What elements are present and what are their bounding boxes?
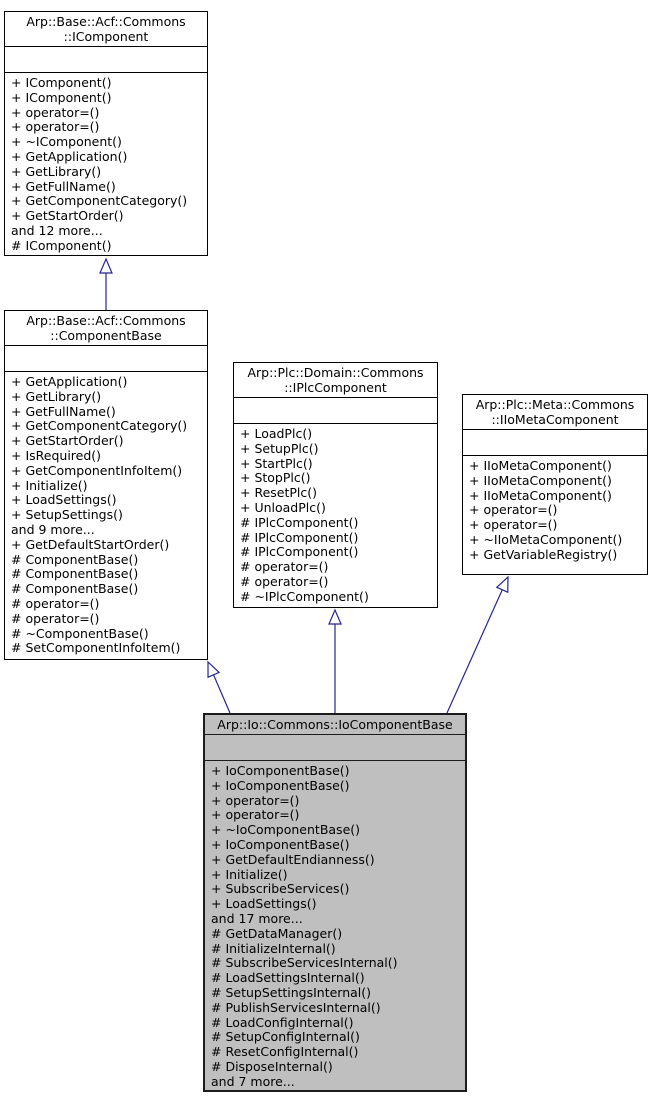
member-row: + operator=() (11, 119, 100, 135)
member-row: # ComponentBase() (11, 581, 139, 597)
member-row: + IoComponentBase() (211, 763, 350, 778)
member-row: + IIoMetaComponent() (469, 487, 612, 503)
member-row: + LoadSettings() (211, 896, 317, 912)
class-box-componentbase[interactable]: Arp::Base::Acf::Commons ::ComponentBase … (4, 310, 208, 660)
class-title[interactable]: Arp::Base::Acf::Commons ::IComponent (5, 12, 207, 47)
member-row: + IsRequired() (11, 447, 102, 463)
member-row: # ~IPlcComponent() (240, 588, 369, 604)
member-row: # IPlcComponent() (240, 529, 359, 545)
member-row: # SetupSettingsInternal() (211, 984, 372, 1000)
member-row: and 9 more... (11, 521, 95, 537)
attributes-compartment (463, 430, 647, 456)
member-row: + operator=() (211, 807, 300, 823)
member-row: # SetupConfigInternal() (211, 1029, 360, 1045)
attributes-compartment (234, 398, 437, 424)
attributes-compartment (5, 346, 207, 372)
member-row: + operator=() (469, 517, 558, 533)
member-row: # ComponentBase() (11, 566, 139, 582)
member-row: + IoComponentBase() (211, 777, 350, 793)
member-row: + GetDefaultStartOrder() (11, 536, 170, 552)
member-row: + StopPlc() (240, 470, 311, 486)
member-row: + GetComponentCategory() (11, 418, 188, 434)
member-row: + ~IoComponentBase() (211, 822, 361, 838)
member-row: # InitializeInternal() (211, 940, 336, 956)
member-row: # IPlcComponent() (240, 514, 359, 530)
member-row: + SubscribeServices() (211, 881, 350, 897)
member-row: + LoadPlc() (240, 426, 313, 441)
member-row: + GetComponentCategory() (11, 193, 188, 209)
member-row: # IComponent() (11, 237, 112, 253)
member-row: # PublishServicesInternal() (211, 999, 381, 1015)
class-title: Arp::Io::Commons::IoComponentBase (205, 715, 465, 735)
member-row: and 12 more... (11, 222, 103, 238)
class-box-iocomponentbase-current: Arp::Io::Commons::IoComponentBase + IoCo… (203, 713, 467, 1092)
member-row: # SubscribeServicesInternal() (211, 955, 398, 971)
member-row: + SetupSettings() (11, 507, 123, 523)
class-title[interactable]: Arp::Base::Acf::Commons ::ComponentBase (5, 311, 207, 346)
member-row: # operator=() (240, 559, 329, 575)
member-row: + ~IIoMetaComponent() (469, 531, 623, 547)
member-row: + GetStartOrder() (11, 433, 124, 449)
member-row: # operator=() (11, 610, 100, 626)
attributes-compartment (5, 47, 207, 73)
members-compartment: + GetApplication()+ GetLibrary()+ GetFul… (5, 372, 207, 659)
member-row: # ComponentBase() (11, 551, 139, 567)
attributes-compartment (205, 735, 465, 761)
members-compartment: + IComponent()+ IComponent()+ operator=(… (5, 73, 207, 255)
member-row: # operator=() (11, 595, 100, 611)
member-row: + GetApplication() (11, 148, 128, 164)
member-row: + operator=() (469, 502, 558, 518)
class-box-icomponent[interactable]: Arp::Base::Acf::Commons ::IComponent + I… (4, 11, 208, 256)
member-row: + GetFullName() (11, 403, 116, 419)
inheritance-arrow-iocomponentbase-to-iiometacomponent (446, 575, 509, 714)
members-compartment: + IoComponentBase()+ IoComponentBase()+ … (205, 761, 465, 1090)
member-row: + operator=() (11, 104, 100, 120)
member-row: + IoComponentBase() (211, 836, 350, 852)
member-row: + IIoMetaComponent() (469, 472, 612, 488)
member-row: + Initialize() (11, 477, 88, 493)
member-row: + StartPlc() (240, 455, 313, 471)
member-row: + GetStartOrder() (11, 208, 124, 224)
member-row: + GetLibrary() (11, 163, 102, 179)
class-box-iplccomponent[interactable]: Arp::Plc::Domain::Commons ::IPlcComponen… (233, 362, 438, 608)
member-row: + IIoMetaComponent() (469, 458, 612, 473)
member-row: + operator=() (211, 792, 300, 808)
members-compartment: + IIoMetaComponent()+ IIoMetaComponent()… (463, 456, 647, 574)
member-row: and 7 more... (211, 1073, 295, 1089)
member-row: + UnloadPlc() (240, 499, 326, 515)
member-row: + GetFullName() (11, 178, 116, 194)
member-row: # SetComponentInfoItem() (11, 640, 181, 656)
member-row: # DisposeInternal() (211, 1058, 333, 1074)
member-row: + IComponent() (11, 75, 112, 90)
members-compartment: + LoadPlc()+ SetupPlc()+ StartPlc()+ Sto… (234, 424, 437, 607)
member-row: + SetupPlc() (240, 440, 319, 456)
class-title[interactable]: Arp::Plc::Domain::Commons ::IPlcComponen… (234, 363, 437, 398)
member-row: # ResetConfigInternal() (211, 1044, 359, 1060)
member-row: + GetDefaultEndianness() (211, 851, 375, 867)
member-row: + GetApplication() (11, 374, 128, 389)
member-row: + LoadSettings() (11, 492, 117, 508)
member-row: # ~ComponentBase() (11, 625, 149, 641)
member-row: + ResetPlc() (240, 485, 318, 501)
class-title[interactable]: Arp::Plc::Meta::Commons ::IIoMetaCompone… (463, 395, 647, 430)
member-row: + IComponent() (11, 89, 112, 105)
member-row: + GetLibrary() (11, 388, 102, 404)
inheritance-arrow-iocomponentbase-to-componentbase (207, 660, 231, 714)
member-row: # operator=() (240, 573, 329, 589)
member-row: # LoadConfigInternal() (211, 1014, 354, 1030)
member-row: and 17 more... (211, 910, 303, 926)
member-row: # IPlcComponent() (240, 544, 359, 560)
member-row: + ~IComponent() (11, 134, 122, 150)
member-row: + Initialize() (211, 866, 288, 882)
member-row: + GetVariableRegistry() (469, 546, 618, 562)
class-box-iiometacomponent[interactable]: Arp::Plc::Meta::Commons ::IIoMetaCompone… (462, 394, 648, 575)
member-row: + GetComponentInfoItem() (11, 462, 183, 478)
member-row: # LoadSettingsInternal() (211, 970, 365, 986)
member-row: # GetDataManager() (211, 925, 343, 941)
